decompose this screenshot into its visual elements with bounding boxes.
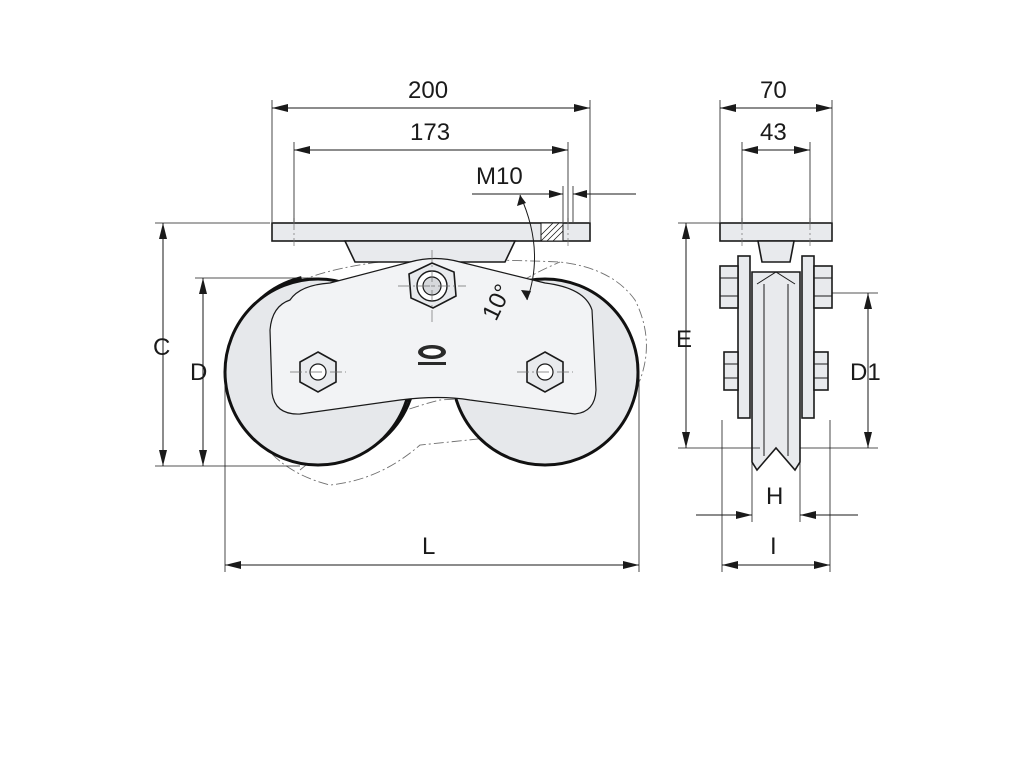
rocker-bracket xyxy=(269,257,597,415)
groove-diameter-label: D1 xyxy=(850,359,881,386)
swivel-neck xyxy=(343,240,517,263)
plate-section-hatch xyxy=(540,222,564,242)
brand-logo xyxy=(418,345,446,365)
side-mounting-plate xyxy=(719,222,833,242)
front-view: 10° 200 173 M10 C D xyxy=(153,77,647,572)
right-fork-plate xyxy=(801,255,815,419)
grooved-wheel xyxy=(751,271,801,472)
wheel-width-label: I xyxy=(770,533,777,560)
side-plate-width-label: 70 xyxy=(760,77,787,104)
plate-width-label: 200 xyxy=(408,77,448,104)
wheel-height-label: E xyxy=(676,326,692,353)
overall-height-label: C xyxy=(153,334,170,361)
groove-width-label: H xyxy=(766,483,783,510)
bracket-width-label: 43 xyxy=(760,119,787,146)
thread-label: M10 xyxy=(476,163,523,190)
hole-spacing-label: 173 xyxy=(410,119,450,146)
left-fork-plate xyxy=(737,255,751,419)
overall-length-label: L xyxy=(422,533,435,560)
wheel-diameter-label: D xyxy=(190,359,207,386)
side-view: 70 43 E D1 H I xyxy=(676,77,881,572)
